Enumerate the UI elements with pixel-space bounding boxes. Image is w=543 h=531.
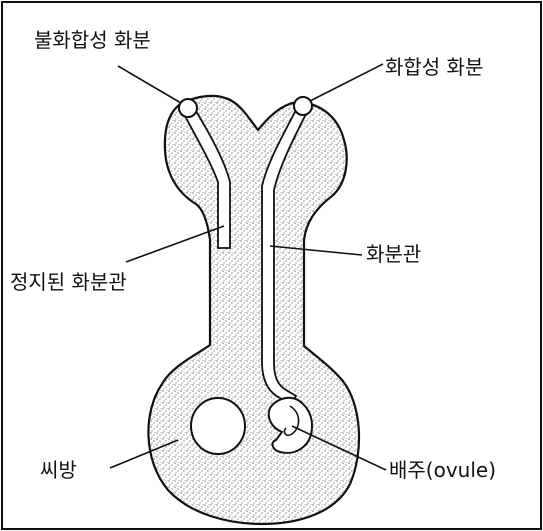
label-stopped-pollen-tube: 정지된 화분관 [10, 272, 127, 292]
left-ovule [191, 398, 245, 454]
leader-compatible-pollen [310, 64, 383, 101]
label-ovary: 씨방 [40, 460, 77, 480]
label-compatible-pollen: 화합성 화분 [385, 57, 483, 77]
compatible-pollen-grain [294, 97, 312, 115]
label-incompatible-pollen: 불화합성 화분 [34, 30, 151, 50]
incompatible-pollen-grain [179, 99, 197, 117]
leader-incompatible-pollen [118, 66, 181, 103]
label-ovule: 배주(ovule) [389, 460, 496, 480]
label-pollen-tube: 화분관 [366, 244, 421, 264]
pistil-body [148, 96, 359, 524]
